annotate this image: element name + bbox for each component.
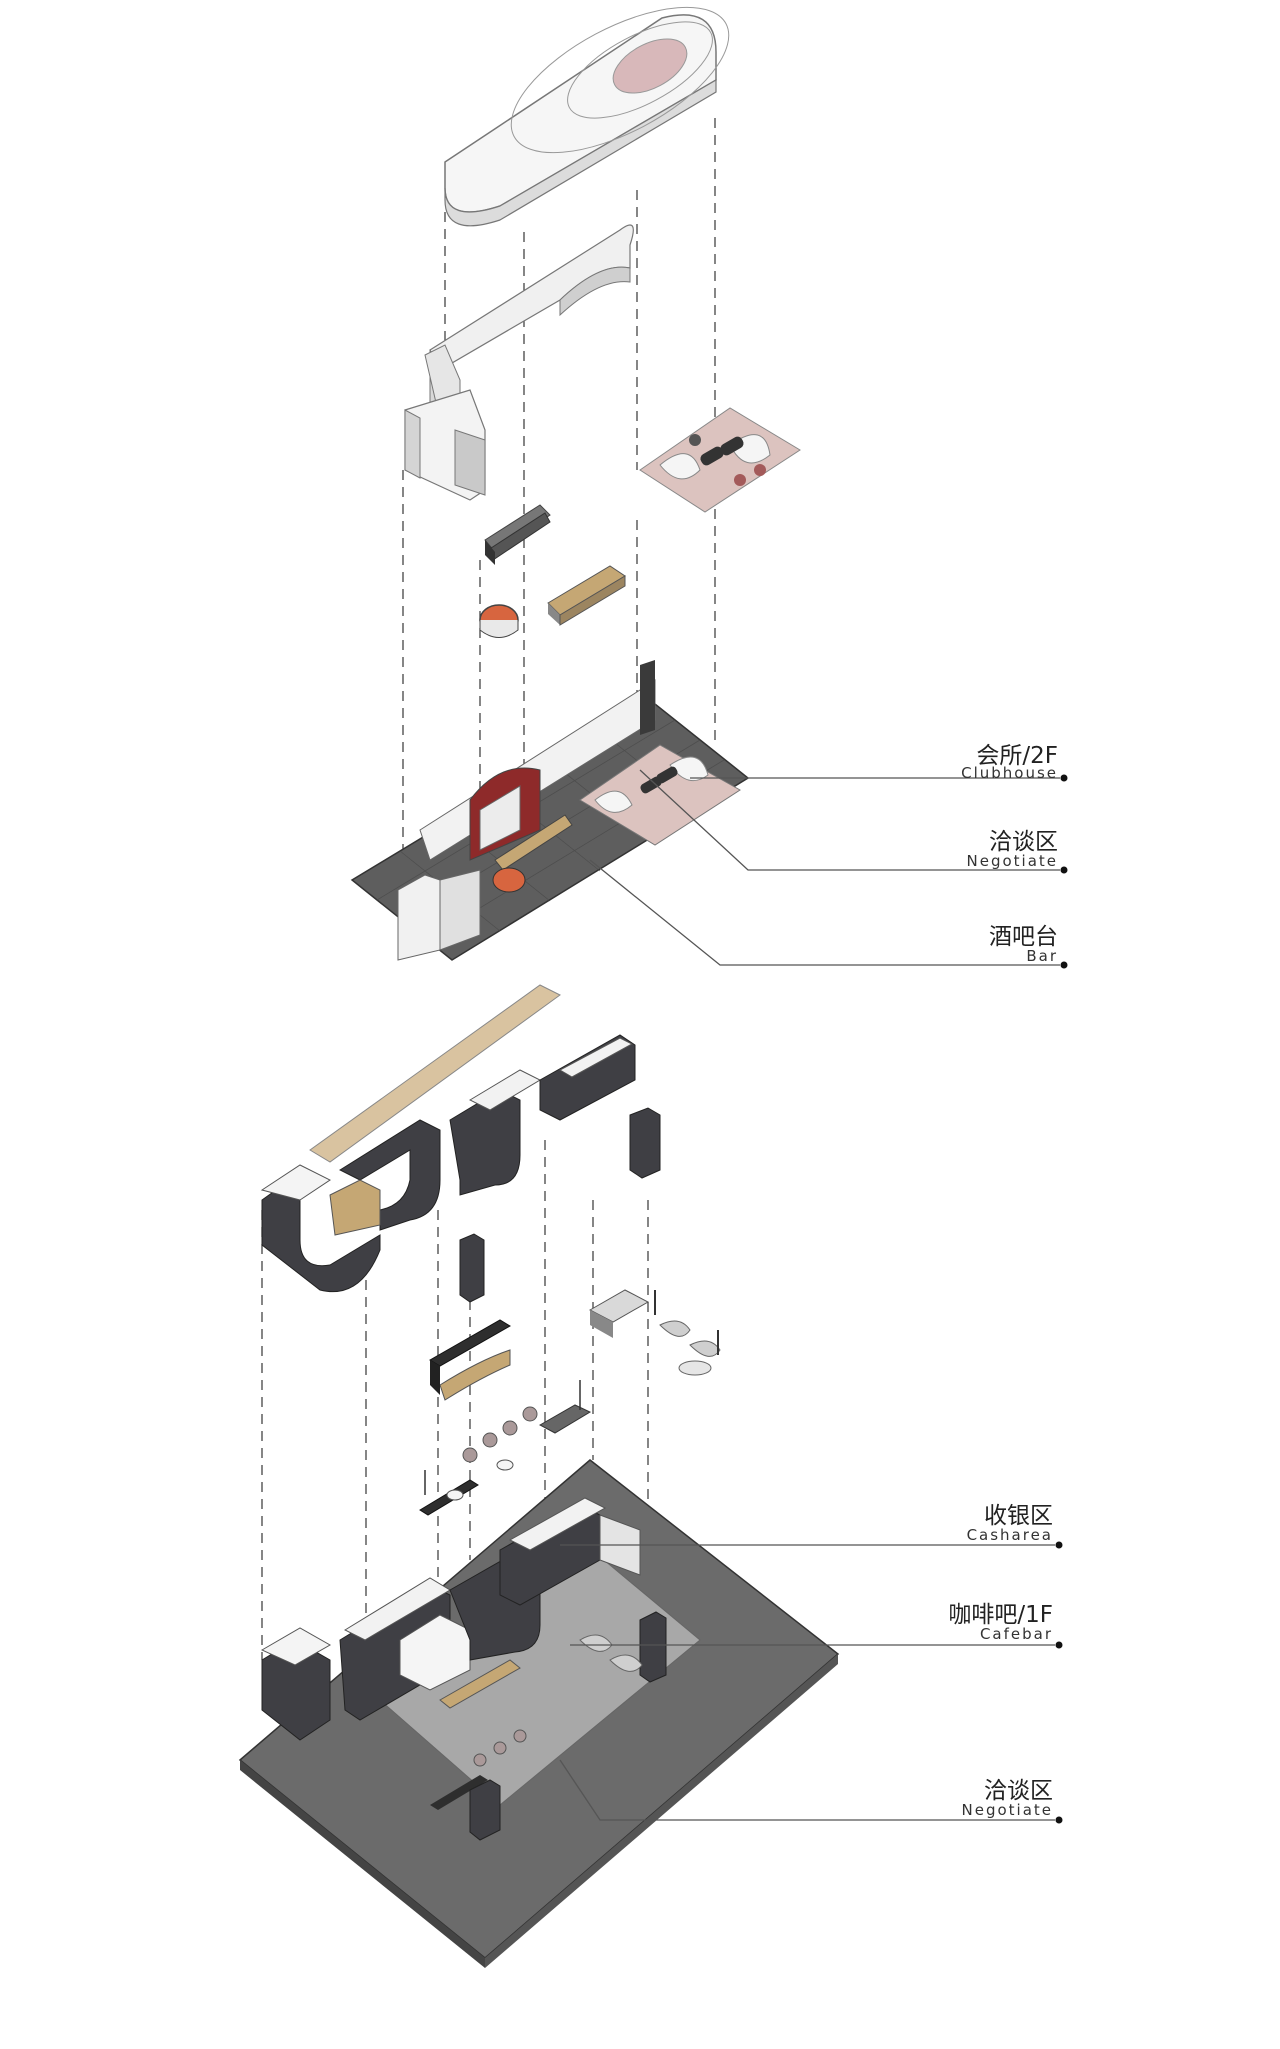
- label-cafebar: 咖啡吧/1F Cafebar: [948, 1602, 1053, 1643]
- negotiate-furniture-2f-exploded: [639, 407, 801, 513]
- label-casharea-en: Casharea: [967, 1526, 1053, 1544]
- round-table-exploded: [479, 604, 519, 638]
- label-casharea: 收银区 Casharea: [967, 1503, 1053, 1544]
- bar-shelf-exploded: [484, 504, 551, 565]
- label-negotiate-2f-en: Negotiate: [967, 852, 1059, 870]
- label-bar: 酒吧台 Bar: [989, 924, 1058, 965]
- cash-counter-exploded: [429, 1319, 511, 1401]
- label-bar-en: Bar: [1026, 947, 1058, 965]
- label-negotiate-1f: 洽谈区 Negotiate: [962, 1778, 1054, 1819]
- label-clubhouse-cn: 会所/2F: [976, 743, 1058, 769]
- label-clubhouse-en: Clubhouse: [961, 764, 1058, 782]
- floor-2f-assembled: [350, 660, 750, 961]
- floor-1f-assembled: [238, 1459, 840, 1968]
- label-bar-cn: 酒吧台: [989, 924, 1058, 950]
- column-exploded: [459, 1233, 485, 1303]
- leader-lines: [559, 769, 1068, 1824]
- label-cafebar-en: Cafebar: [980, 1625, 1053, 1643]
- label-cafebar-cn: 咖啡吧/1F: [948, 1602, 1053, 1628]
- label-negotiate-2f-cn: 洽谈区: [989, 829, 1058, 855]
- label-negotiate-1f-en: Negotiate: [962, 1801, 1054, 1819]
- ceiling-panel: [444, 6, 730, 227]
- label-clubhouse: 会所/2F Clubhouse: [961, 743, 1058, 782]
- label-negotiate-2f: 洽谈区 Negotiate: [967, 829, 1059, 870]
- sofa-group-exploded: [588, 1289, 721, 1376]
- wall-shell-2f: [404, 224, 634, 501]
- chandelier-tables-exploded: [419, 1380, 592, 1516]
- wall-assembly-1f-exploded: [260, 984, 661, 1293]
- bar-counter-exploded: [547, 565, 626, 626]
- label-casharea-cn: 收银区: [984, 1503, 1053, 1529]
- label-negotiate-1f-cn: 洽谈区: [984, 1778, 1053, 1804]
